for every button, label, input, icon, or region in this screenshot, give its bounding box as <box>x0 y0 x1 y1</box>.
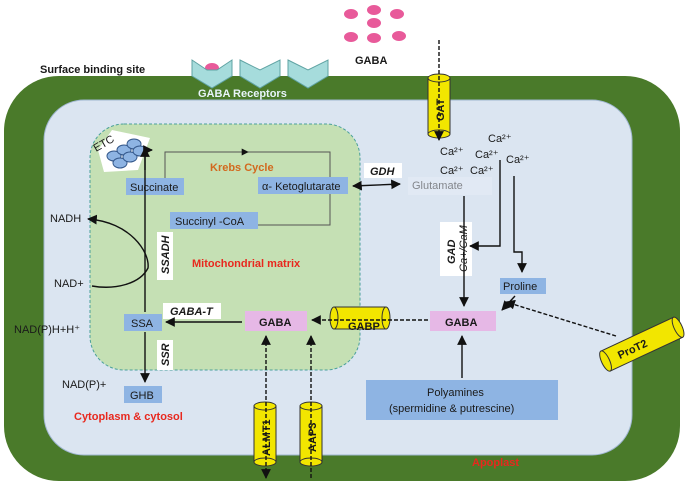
polyamines-box <box>366 380 558 420</box>
ssadh-label: SSADH <box>160 234 172 274</box>
gaba-receptors <box>191 59 329 89</box>
almt1-label: ALMT1 <box>261 419 273 456</box>
ghb-label: GHB <box>130 390 154 402</box>
ca-ion-4: Ca²⁺ <box>440 165 464 177</box>
ca-ion-2: Ca²⁺ <box>440 146 464 158</box>
krebs-cycle-loop <box>164 151 331 226</box>
ssr-label: SSR <box>160 343 172 366</box>
ghb-box <box>124 386 162 403</box>
aap3-label: AAP3 <box>307 423 319 452</box>
gad-label: GAD <box>446 240 458 265</box>
succinate-label: Succinate <box>130 182 178 194</box>
nadh-label: NADH <box>50 213 81 225</box>
gaba-mito-label: GABA <box>259 317 291 329</box>
proline-box <box>500 278 546 294</box>
calcium-gad-arrow-1 <box>469 160 501 251</box>
receptors-label: GABA Receptors <box>198 88 287 100</box>
pathway-arrows <box>140 40 617 479</box>
nadp-label: NAD(P)+ <box>62 379 106 391</box>
gdh-arrow <box>352 179 401 191</box>
gabat-box <box>163 303 221 319</box>
nadph-label: NAD(P)H+H⁺ <box>14 324 80 336</box>
cytoplasm-label: Cytoplasm & cytosol <box>74 411 183 423</box>
prot2-transporter <box>599 316 685 372</box>
ca-ion-3: Ca²⁺ <box>475 149 499 161</box>
succinate-etc-arrow <box>143 145 153 170</box>
apoplast-label: Apoplast <box>472 457 519 469</box>
surface-label: Surface binding site <box>40 64 145 76</box>
succinyl-label: Succinyl -CoA <box>175 216 245 228</box>
matrix-label: Mitochondrial matrix <box>192 258 301 270</box>
prot2-arrow <box>505 299 617 337</box>
ssr-box <box>157 340 173 370</box>
ssa-box <box>124 314 162 331</box>
gaba-cyto-box <box>430 311 496 331</box>
gaba-cyto-label: GABA <box>445 317 477 329</box>
gad-box <box>440 222 472 276</box>
ssadh-box <box>157 232 173 280</box>
ca-ion-5: Ca²⁺ <box>470 165 494 177</box>
gabp-transporter <box>329 306 391 330</box>
ca-ion-6: Ca²⁺ <box>506 154 530 166</box>
krebs-label: Krebs Cycle <box>210 162 274 174</box>
gdh-label: GDH <box>370 166 396 178</box>
succinyl-box <box>170 212 258 229</box>
gat-label: GAT <box>435 98 447 121</box>
polyamines-label-2: (spermidine & putrescine) <box>389 403 514 415</box>
ca-ion-1: Ca²⁺ <box>488 133 512 145</box>
nad-plus-label: NAD+ <box>54 278 84 290</box>
glutamate-box <box>408 177 492 195</box>
aketo-box <box>258 177 348 194</box>
gdh-box <box>364 163 402 178</box>
polyamines-label-1: Polyamines <box>427 387 484 399</box>
calcium-proline-arrow <box>513 176 527 273</box>
aketo-label: α- Ketoglutarate <box>262 181 341 193</box>
ssa-label: SSA <box>131 318 154 330</box>
gabat-label: GABA-T <box>170 306 214 318</box>
gaba-mito-box <box>245 311 307 331</box>
title: GABA <box>355 55 387 67</box>
nadh-curve <box>87 214 149 288</box>
gabp-label: GABP <box>348 321 380 333</box>
proline-label: Proline <box>503 281 537 293</box>
succinate-box <box>126 178 184 195</box>
